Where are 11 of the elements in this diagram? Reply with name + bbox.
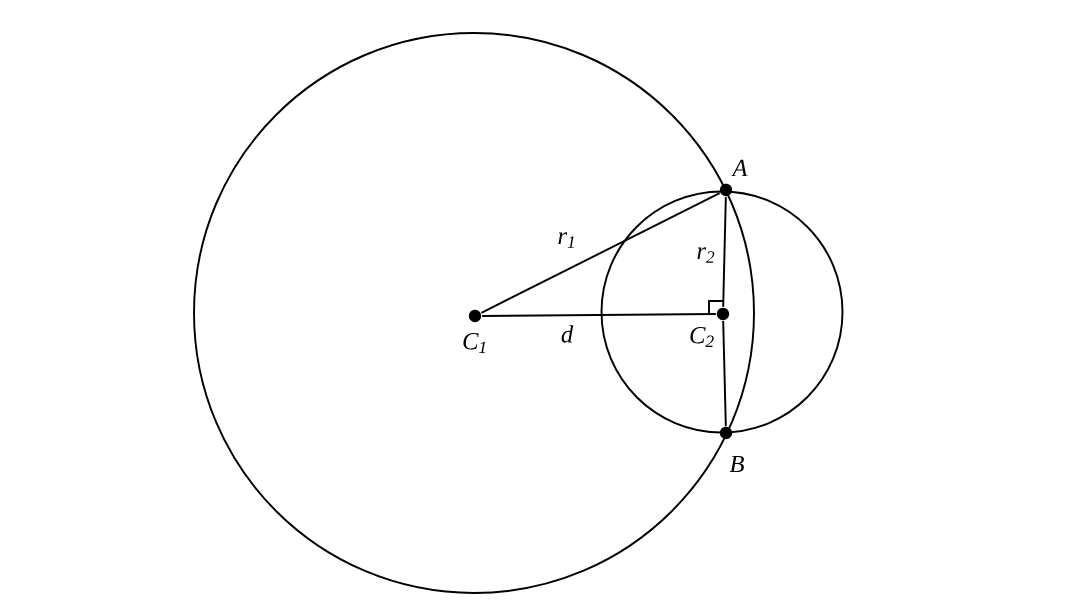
point-label: C$_{2}$ bbox=[690, 326, 714, 348]
point-label: C$_{1}$ bbox=[463, 332, 486, 354]
edge-label: r$_{1}$ bbox=[555, 230, 579, 250]
line-segment bbox=[722, 196, 727, 308]
line-segment bbox=[722, 320, 727, 427]
edge-label: d bbox=[559, 323, 575, 345]
point-label: A bbox=[731, 159, 748, 177]
edge-label: r$_{2}$ bbox=[694, 245, 718, 265]
point-label: B bbox=[729, 455, 744, 473]
line-segment bbox=[481, 313, 717, 317]
line-segment bbox=[480, 192, 721, 314]
